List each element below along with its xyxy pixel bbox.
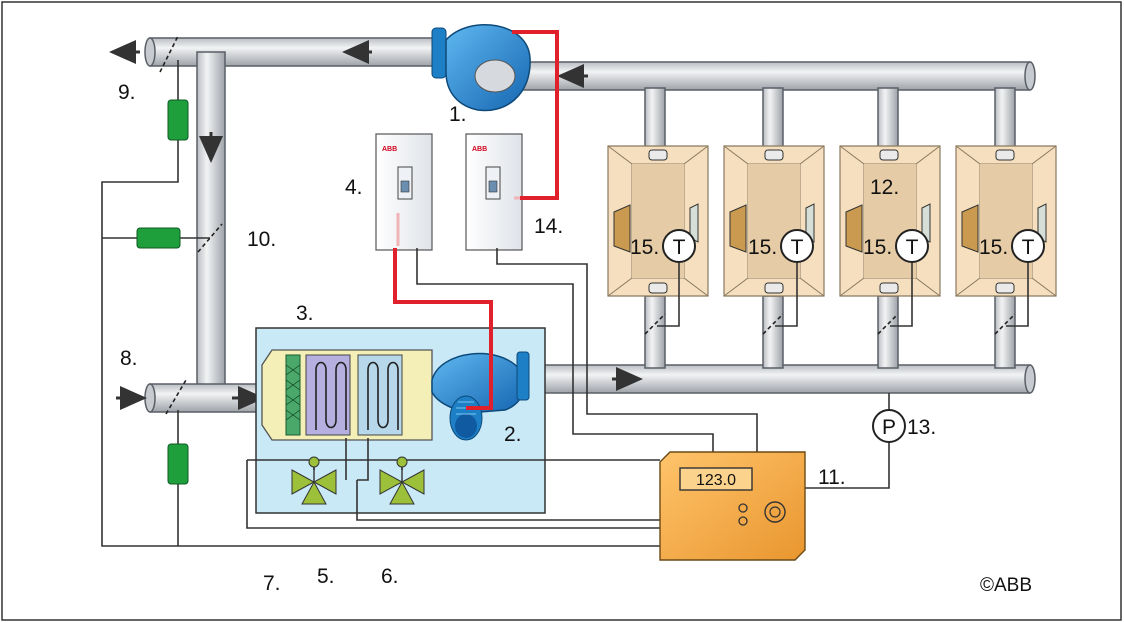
cooling-coil-6: [357, 354, 403, 436]
damper-actuators: [136, 99, 189, 485]
supply-fan-2: [431, 351, 530, 441]
exhaust-fan-1: [431, 24, 531, 112]
dampers: [159, 35, 1016, 415]
label-6: 6.: [381, 565, 399, 588]
frequency-converter-4: ABB: [375, 133, 433, 251]
label-15-room-4: 15.: [979, 236, 1008, 259]
label-2: 2.: [504, 423, 522, 446]
temperature-symbol: T: [673, 236, 686, 259]
recirculation-damper: [197, 223, 223, 253]
heating-coil-5: [305, 354, 351, 436]
label-7: 7.: [263, 572, 281, 595]
label-4: 4.: [345, 176, 363, 199]
pressure-sensor: P: [872, 409, 906, 443]
label-10: 10.: [247, 228, 276, 251]
airflow-arrows: [109, 40, 643, 410]
label-14: 14.: [534, 215, 563, 238]
supply-air-duct: [524, 364, 1031, 394]
controller-display-value: 123.0: [696, 472, 736, 489]
filter-7: [285, 354, 301, 436]
room-4: [955, 145, 1057, 297]
temperature-symbol: T: [791, 236, 804, 259]
actuator-8: [167, 443, 189, 485]
label-15-room-1: 15.: [630, 236, 659, 259]
room-2: [723, 145, 825, 297]
copyright-notice: ©ABB: [980, 575, 1032, 596]
label-15-room-3: 15.: [863, 236, 892, 259]
label-1: 1.: [449, 103, 467, 126]
temperature-symbol: T: [906, 236, 919, 259]
drive-logo: ABB: [382, 146, 397, 153]
ahu-casing: [261, 349, 433, 441]
room-1: [607, 145, 709, 297]
valve-heating: [291, 456, 337, 505]
actuator-10: [136, 227, 181, 249]
valve-cooling: [379, 456, 425, 505]
controller-knob-icon: [764, 501, 786, 523]
power-cables: [393, 30, 559, 410]
label-5: 5.: [317, 565, 335, 588]
label-13: 13.: [907, 416, 936, 439]
exhaust-duct: [149, 37, 441, 67]
frequency-converter-14: ABB: [465, 133, 523, 251]
pressure-symbol: P: [882, 416, 896, 439]
controller-11: 123.0: [659, 451, 806, 561]
label-11: 11.: [818, 466, 846, 489]
label-12: 12.: [870, 176, 899, 199]
callout-labels: 1. 2. 3. 4. 5. 6. 7. 8. 9. 10. 11. 12. 1…: [118, 81, 1008, 595]
recirculation-duct: [196, 51, 226, 389]
room-3: [839, 145, 941, 297]
drive-logo: ABB: [472, 146, 487, 153]
label-8: 8.: [120, 347, 138, 370]
temperature-sensors: T T T T: [662, 229, 1045, 263]
temperature-symbol: T: [1022, 236, 1035, 259]
label-15-room-2: 15.: [748, 236, 777, 259]
actuator-9: [167, 99, 189, 141]
label-9: 9.: [118, 81, 136, 104]
label-3: 3.: [296, 302, 314, 325]
